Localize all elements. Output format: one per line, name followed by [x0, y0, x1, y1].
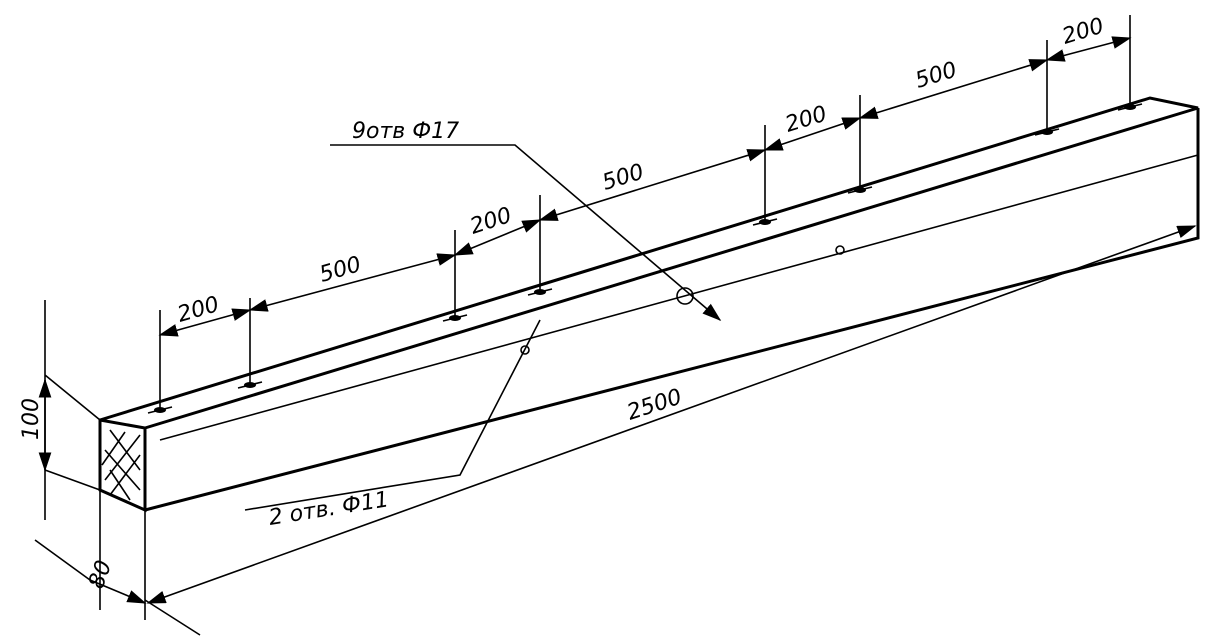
- extension-lines: [34, 15, 1199, 636]
- holes: [147, 103, 1143, 414]
- dim-500-2: 500: [599, 160, 646, 196]
- dim-200-4: 200: [1059, 14, 1106, 50]
- dim-200-3: 200: [782, 102, 829, 138]
- dim-length: 2500: [624, 385, 685, 426]
- callout-holes-d17: 9отв Ф17: [352, 119, 459, 144]
- dim-500-3: 500: [912, 58, 959, 94]
- dim-width: 80: [84, 557, 117, 592]
- beam-outline: [98, 96, 1200, 513]
- dim-500-1: 500: [317, 252, 364, 288]
- dim-height: 100: [19, 398, 44, 440]
- dim-200-2: 200: [467, 203, 515, 240]
- dimension-lines: [38, 36, 1197, 604]
- callout-holes-d11: 2 отв. Ф11: [267, 487, 391, 531]
- dim-200-1: 200: [175, 292, 222, 328]
